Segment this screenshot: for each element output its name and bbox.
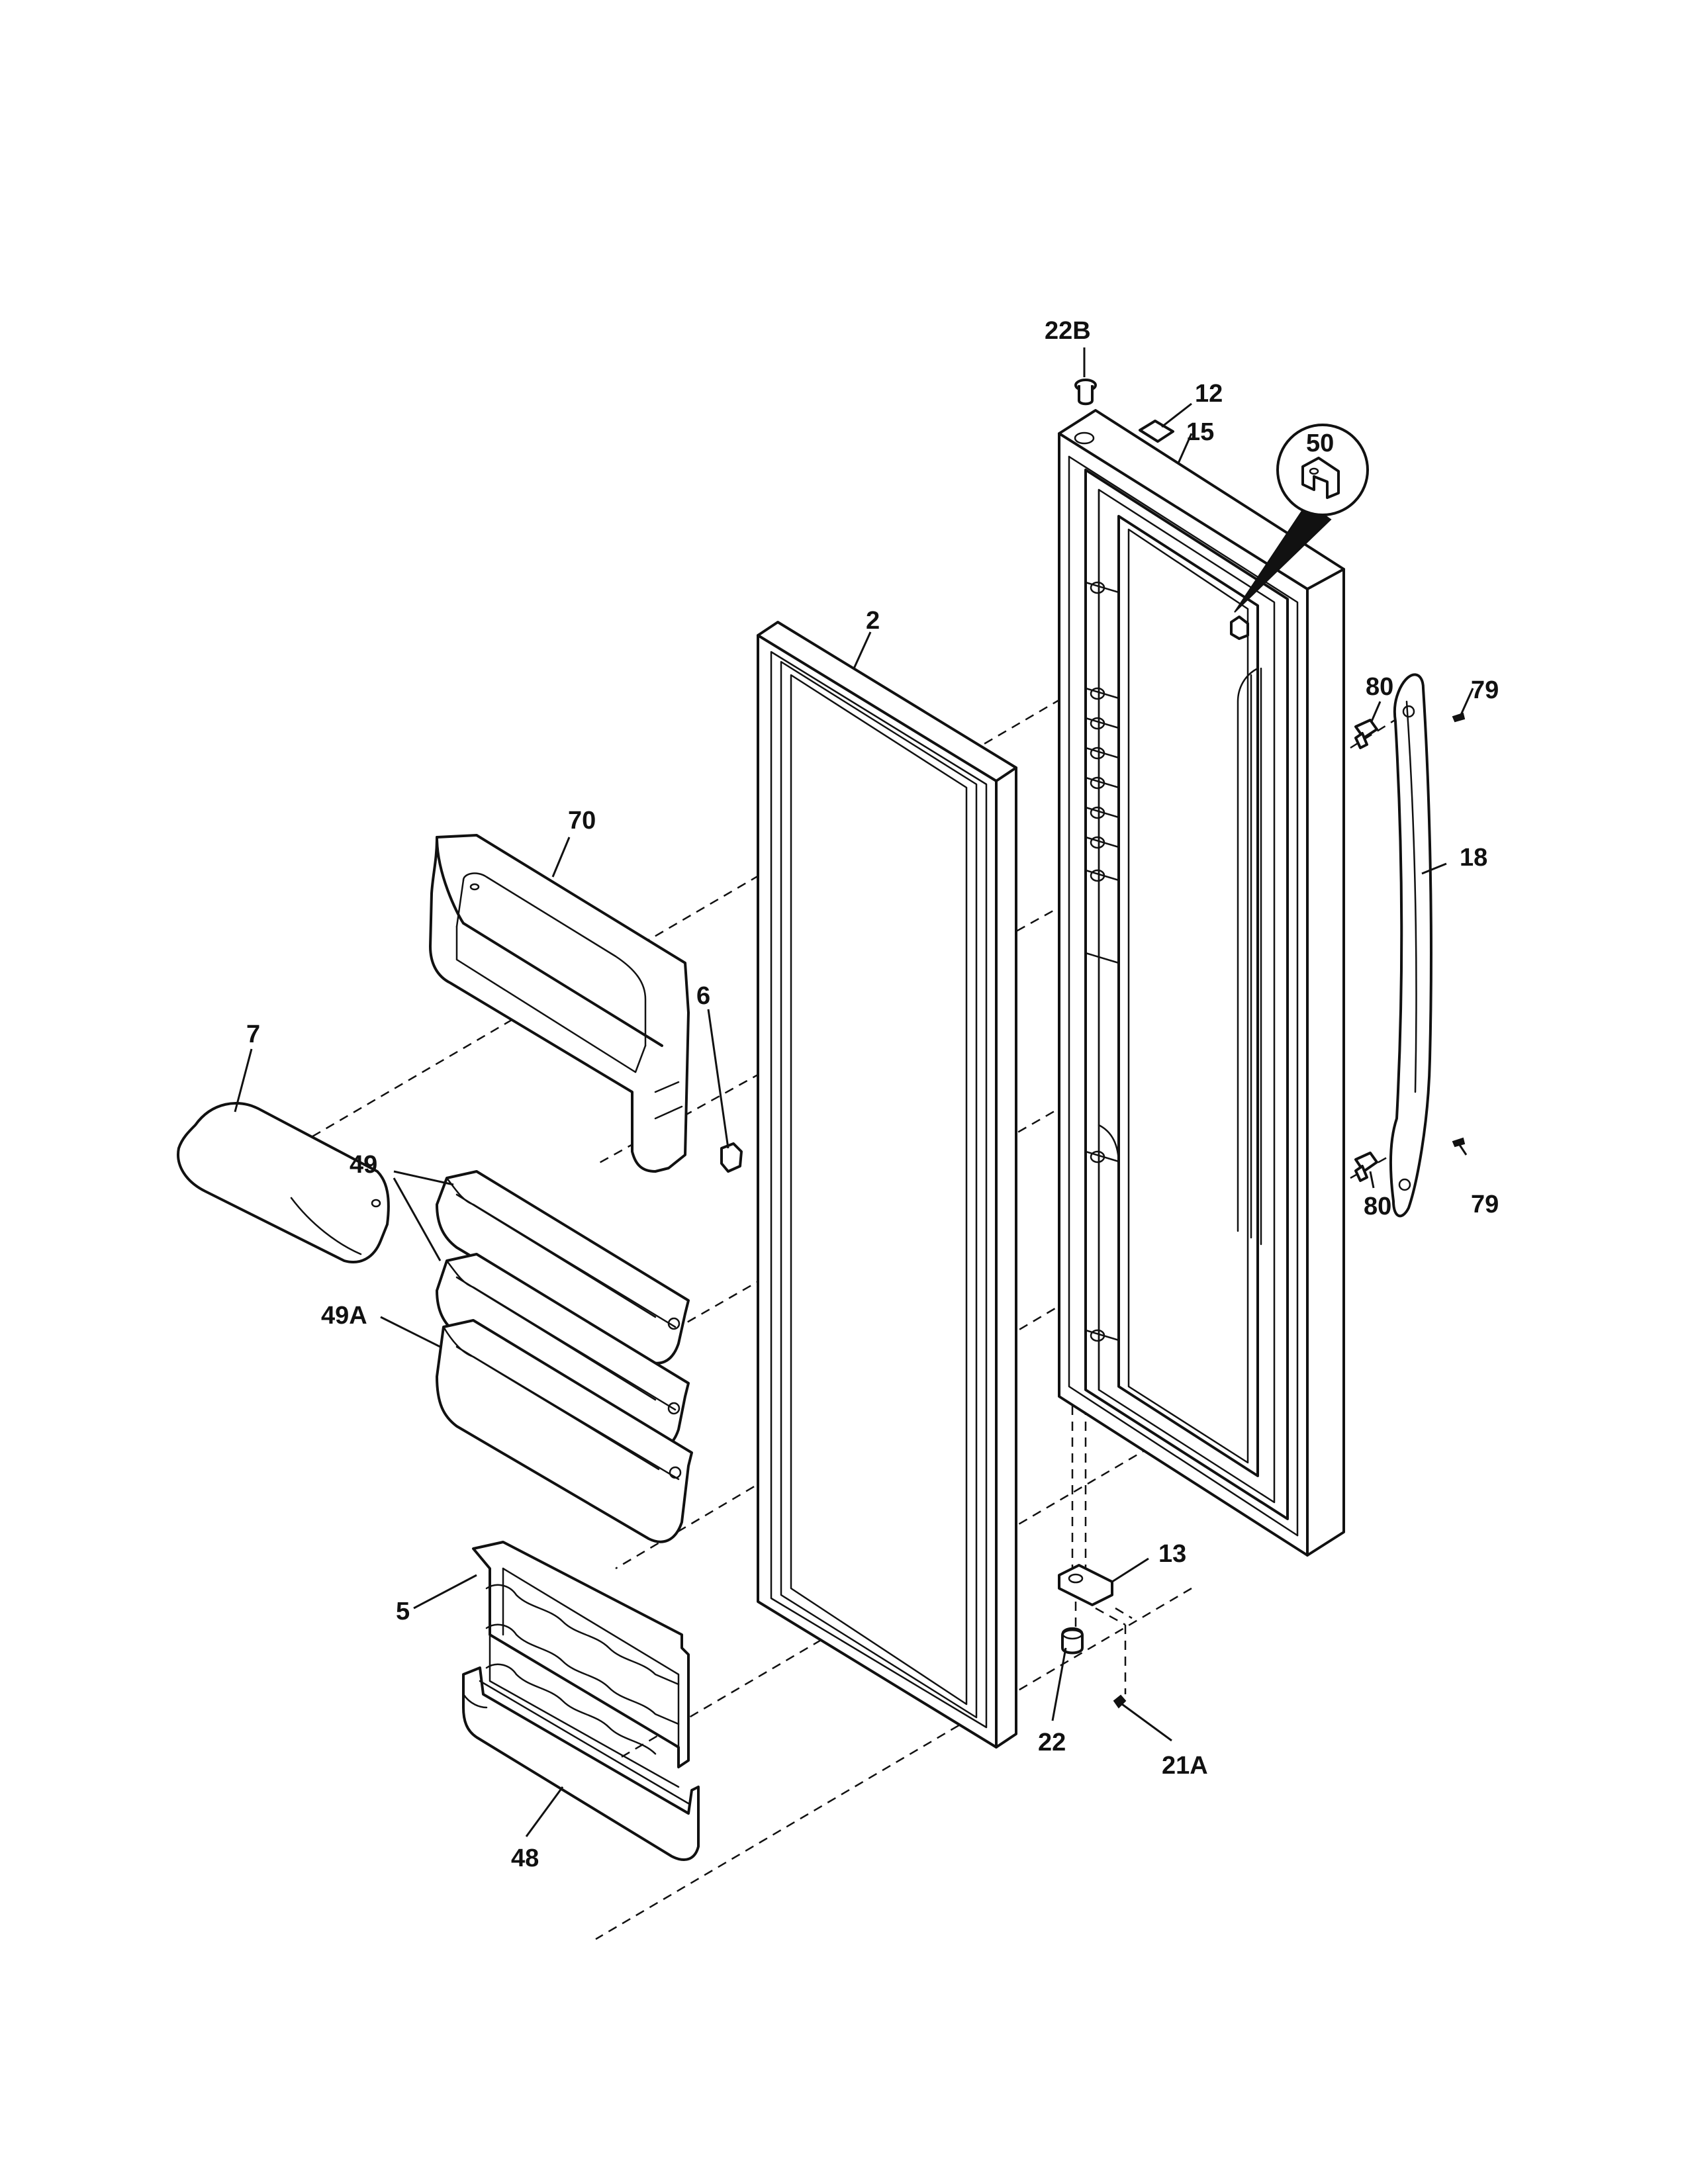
part-80-79-screws (1354, 712, 1466, 1182)
part-13-22-21a-hinge (1058, 1564, 1127, 1709)
callout-22: 22 (1038, 1729, 1066, 1756)
callout-21a: 21A (1162, 1752, 1208, 1780)
callout-48: 48 (511, 1844, 539, 1872)
callout-79-bottom: 79 (1471, 1191, 1499, 1218)
part-70-dairy-bin (429, 834, 690, 1173)
callout-15: 15 (1186, 418, 1214, 446)
part-5-can-rack (472, 1541, 690, 1788)
callout-12: 12 (1195, 380, 1223, 408)
callout-50: 50 (1306, 430, 1334, 457)
callout-49a: 49A (321, 1302, 367, 1330)
part-22b-bushing (1074, 379, 1097, 406)
callout-6: 6 (696, 982, 710, 1010)
callout-22b: 22B (1045, 317, 1091, 345)
callout-80-top: 80 (1366, 673, 1393, 701)
part-6-clip (720, 1142, 743, 1173)
callout-18: 18 (1460, 844, 1487, 872)
leader-lines (234, 347, 1474, 1837)
part-12-plate (1139, 420, 1174, 443)
part-48-bottom-bin (462, 1666, 700, 1861)
part-50-detail (1230, 424, 1369, 640)
callout-2: 2 (866, 607, 880, 635)
callout-13: 13 (1158, 1540, 1186, 1568)
part-49a-door-bin (436, 1319, 693, 1543)
callout-7: 7 (246, 1021, 260, 1048)
callout-79-top: 79 (1471, 676, 1499, 704)
callout-70: 70 (568, 807, 596, 835)
part-18-handle (1389, 673, 1432, 1218)
part-49-door-bins (436, 1170, 690, 1451)
callout-80-bottom: 80 (1364, 1193, 1391, 1220)
callout-5: 5 (396, 1598, 410, 1625)
part-7-dairy-door (177, 1102, 390, 1263)
part-2-gasket (757, 621, 1017, 1749)
callout-49: 49 (350, 1151, 377, 1179)
callout-labels: 22B 12 15 50 2 80 79 18 70 6 7 49 80 79 … (246, 317, 1499, 1872)
door-assembly (1058, 409, 1345, 1557)
